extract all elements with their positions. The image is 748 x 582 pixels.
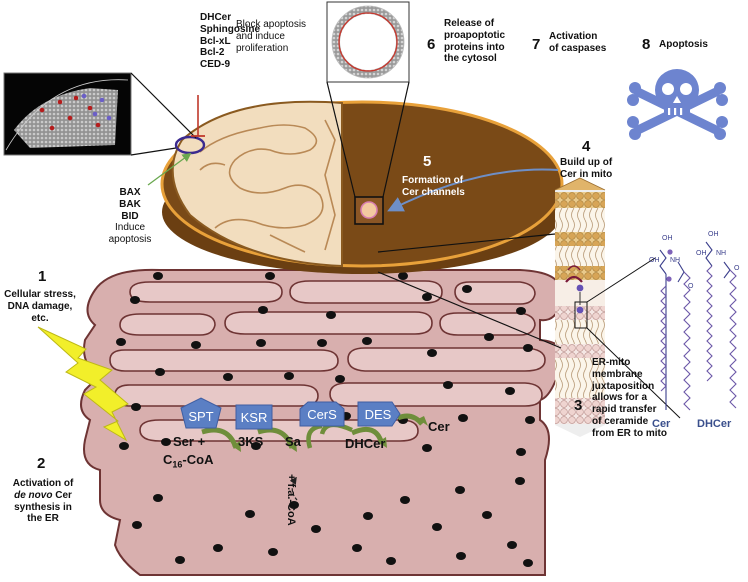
step-2-text: Activation of de novo Cer synthesis in t… <box>2 478 84 525</box>
enzyme-ksr: KSR <box>241 410 268 425</box>
step-5-number: 5 <box>423 153 432 170</box>
ceramide-molecules <box>659 241 737 411</box>
step-4-text: Build up of Cer in mito <box>560 157 612 181</box>
step-5-line-1: Formation of <box>402 175 464 186</box>
enzyme-des: DES <box>365 407 392 422</box>
step-1-text: Cellular stress, DNA damage, etc. <box>0 289 80 324</box>
inducer-bid: BID <box>121 210 139 222</box>
step-3-line-1: ER-mito <box>592 357 631 368</box>
inducer-list: BAX BAK BID Induce apoptosis <box>107 187 153 246</box>
step-8-number: 8 <box>642 36 651 53</box>
step-6-number: 6 <box>427 36 436 53</box>
step-1-line-2: DNA damage, <box>7 300 73 312</box>
step-5-line-2: Cer channels <box>402 186 465 198</box>
svg-text:OH: OH <box>649 257 660 264</box>
metabolite-c16-coa: C16-CoA <box>163 452 213 470</box>
c16-rest: -CoA <box>182 452 214 467</box>
step-3-line-2: membrane <box>592 368 643 380</box>
step-3-line-3: juxtaposition <box>592 380 655 392</box>
step-2-italic: de novo <box>14 489 53 501</box>
inhibitor-effect: Block apoptosis and induce proliferation <box>236 19 306 54</box>
metabolite-cer: Cer <box>428 419 450 434</box>
inhibitor-bcl-2: Bcl-2 <box>200 47 225 59</box>
molecule-label-cer: Cer <box>652 418 671 430</box>
step-3-line-7: from ER to mito <box>592 427 667 439</box>
step-7-text: Activation of caspases <box>549 31 606 55</box>
step-6-line-3: proteins into <box>444 41 505 53</box>
step-6-line-2: proapoptotic <box>444 29 506 41</box>
step-6-line-1: Release of <box>444 18 495 29</box>
step-4-number: 4 <box>582 138 591 155</box>
step-4-line-1: Build up of <box>560 157 613 168</box>
pore-ring-icon <box>326 1 410 83</box>
cer-buildup-arrow <box>387 168 559 212</box>
inhibitor-sphingosine: Sphingosine <box>200 23 260 35</box>
inhibitor-dhcer: DHCer <box>200 12 232 23</box>
step-7-number: 7 <box>532 36 541 53</box>
molecule-atom-labels: OH NH OH O OH NH OH O <box>649 231 740 290</box>
step-6-text: Release of proapoptotic proteins into th… <box>444 18 505 65</box>
c16-main: C <box>163 452 173 467</box>
step-1-line-3: etc. <box>31 312 49 324</box>
step-8-text: Apoptosis <box>659 39 708 51</box>
step-7-line-1: Activation <box>549 31 598 42</box>
induction-arrow <box>147 152 192 186</box>
svg-text:OH: OH <box>708 231 719 238</box>
svg-text:OH: OH <box>696 250 707 257</box>
inducer-bak: BAK <box>119 198 141 210</box>
enzyme-pentagons: SPT KSR CerS DES <box>180 397 401 430</box>
step-7-line-2: of caspases <box>549 42 607 54</box>
enzyme-cers: CerS <box>307 407 337 422</box>
svg-text:NH: NH <box>670 257 680 264</box>
fatty-acyl-coa-label: + f.a.-CoA <box>285 474 297 526</box>
metabolite-ser: Ser + <box>173 434 206 449</box>
enzyme-spt: SPT <box>188 409 213 424</box>
step-2-line-1: Activation of <box>12 478 74 489</box>
step-3-line-4: allows for a <box>592 392 648 404</box>
inducer-effect-line-1: Induce <box>114 222 146 234</box>
step-2-line-4: the ER <box>27 513 59 525</box>
metabolite-3ks: 3KS <box>238 434 264 449</box>
step-2-line-3: synthesis in <box>14 501 72 513</box>
c16-sub: 16 <box>172 459 183 470</box>
svg-text:O: O <box>734 265 740 272</box>
metabolite-dhcer: DHCer <box>345 436 386 451</box>
inhibitor-ced-9: CED-9 <box>200 59 231 71</box>
step-4-line-2: Cer in mito <box>560 168 613 180</box>
mitochondrion <box>160 100 564 274</box>
lipid-bilayer-icon <box>554 177 606 437</box>
svg-text:NH: NH <box>716 250 726 257</box>
step-3-line-6: of ceramide <box>592 415 649 427</box>
svg-text:OH: OH <box>662 235 673 242</box>
ceramide-channel-icon <box>360 201 378 219</box>
membrane-patch-icon <box>3 72 132 156</box>
step-2-number: 2 <box>37 455 46 472</box>
metabolite-sa: Sa <box>285 434 301 449</box>
inducer-effect-line-2: apoptosis <box>108 234 152 246</box>
lightning-bolt-icon <box>37 326 129 442</box>
step-5-text: Formation of Cer channels <box>402 175 465 199</box>
step-1-line-1: Cellular stress, <box>4 289 76 300</box>
step-3-text: ER-mito membrane juxtaposition allows fo… <box>592 357 667 440</box>
inhibitor-effect-line-2: and induce <box>236 30 285 42</box>
skull-crossbones-icon <box>627 69 728 140</box>
step-8-line-1: Apoptosis <box>659 39 708 50</box>
inhibitor-bcl-xl: Bcl-xL <box>200 35 231 47</box>
svg-text:O: O <box>688 283 694 290</box>
step-3-line-5: rapid transfer <box>592 404 657 416</box>
inhibitor-effect-line-1: Block apoptosis <box>236 19 307 30</box>
step-1-number: 1 <box>38 268 47 285</box>
step-6-line-4: the cytosol <box>444 53 497 65</box>
molecule-label-dhcer: DHCer <box>697 418 732 430</box>
inducer-bax: BAX <box>119 187 141 198</box>
inhibitor-list: DHCer Sphingosine Bcl-xL Bcl-2 CED-9 <box>200 12 260 71</box>
step-3-number: 3 <box>574 397 583 414</box>
inhibitor-effect-line-3: proliferation <box>236 42 289 54</box>
step-2-line-2: Cer <box>52 489 72 501</box>
